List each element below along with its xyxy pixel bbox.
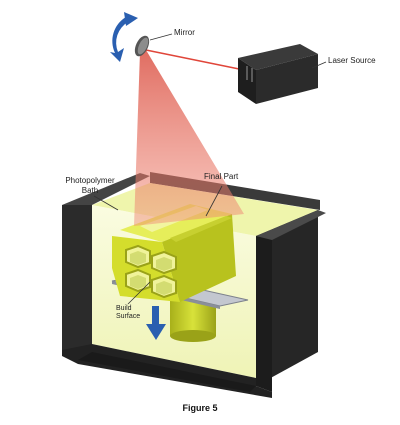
mirror — [134, 35, 150, 57]
down-arrow-icon — [146, 306, 166, 340]
final-part-label: Final Part — [204, 172, 239, 181]
photopolymer-bath-label-line2: Bath — [81, 186, 99, 195]
tank-left-wall — [62, 205, 92, 360]
final-part — [112, 204, 236, 302]
photopolymer-bath-label: Photopolymer Bath — [62, 176, 118, 196]
build-surface-label: Build Surface — [116, 305, 140, 321]
tank-bottom — [78, 352, 256, 392]
tank-right-wall-top — [256, 210, 326, 240]
laser-line — [145, 49, 245, 71]
leader-lines — [93, 33, 327, 305]
laser-beam — [134, 50, 244, 226]
mirror-label: Mirror — [174, 28, 195, 37]
tank-left-wall-top — [62, 173, 150, 205]
photopolymer-bath-label-line1: Photopolymer — [65, 176, 115, 185]
tank-right-wall-face — [256, 236, 272, 392]
laser-source — [238, 44, 318, 104]
build-surface-label-line2: Surface — [116, 313, 141, 320]
rotation-arrow-icon — [110, 12, 138, 62]
build-surface-label-line1: Build — [116, 305, 132, 312]
figure-caption: Figure 5 — [182, 403, 218, 413]
laser-source-label: Laser Source — [328, 56, 376, 65]
